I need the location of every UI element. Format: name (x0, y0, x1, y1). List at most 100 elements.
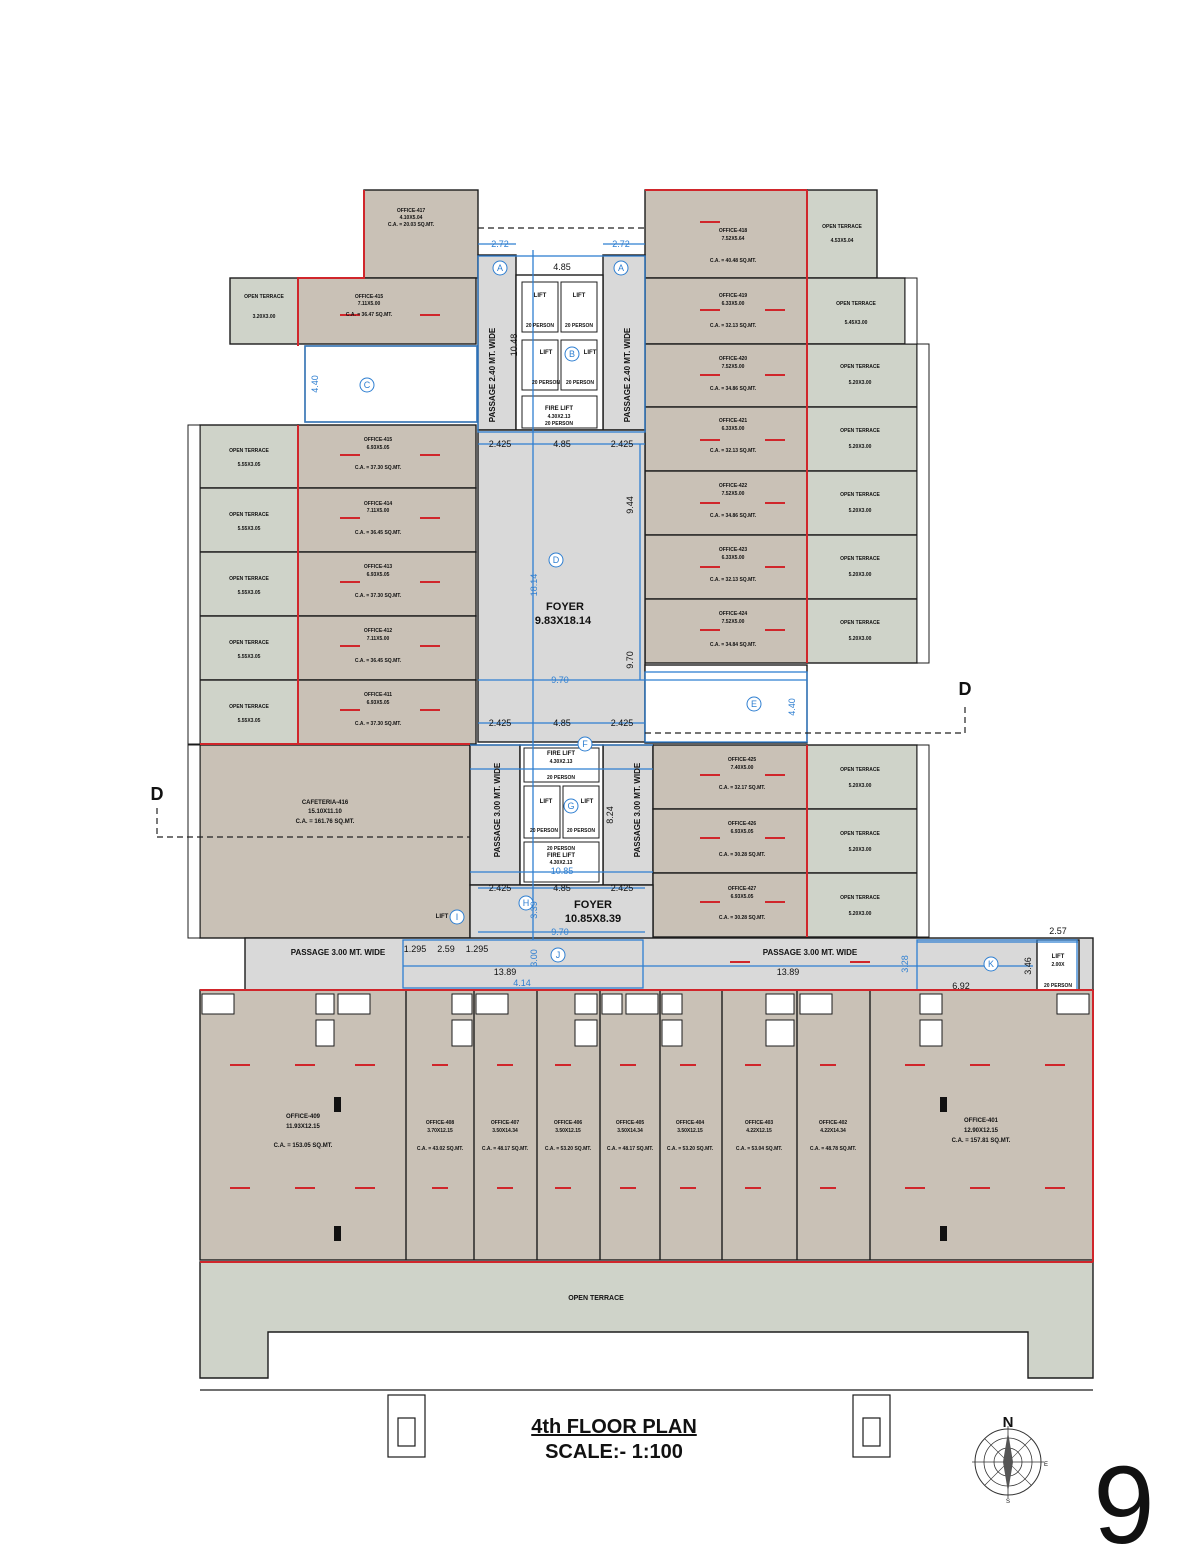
office-r0-ca: C.A. = 40.48 SQ.MT. (710, 258, 757, 264)
terrace-labels: OPEN TERRACE 3.20X3.00 OPEN TERRACE 5.55… (229, 224, 880, 917)
fire-lift-lower-size: 4.30X2.13 (550, 860, 573, 866)
office-l4-name: OFFICE-412 (364, 628, 393, 634)
zone-c-outline (304, 345, 478, 423)
office-418 (644, 189, 808, 279)
dim-1.295-a: 1.295 (404, 944, 427, 954)
fire-lift-lower-info: 20 PERSON (547, 846, 575, 852)
dim-4.85-c: 4.85 (553, 883, 571, 893)
zone-i-label: I (456, 912, 459, 922)
terrace-r6-name: OPEN TERRACE (840, 620, 880, 626)
left-office-labels: OFFICE-417 4.10X5.04 C.A. = 20.03 SQ.MT.… (346, 208, 435, 727)
dim-2.425-d: 2.425 (611, 718, 634, 728)
zone-d-label: D (553, 555, 560, 565)
office-l5-size: 6.93X5.05 (367, 700, 390, 706)
dim-2.72-left: 2.72 (491, 239, 509, 249)
office-r9-name: OFFICE-427 (728, 886, 757, 892)
open-terrace-bottom-label: OPEN TERRACE (568, 1295, 624, 1302)
terrace-right-top (806, 189, 878, 279)
office-r1-name: OFFICE-419 (719, 293, 748, 299)
terrace-r9-name: OPEN TERRACE (840, 895, 880, 901)
office-408-name: OFFICE-408 (426, 1120, 455, 1126)
dim-2.425-a: 2.425 (489, 439, 512, 449)
dim-13.89-b: 13.89 (777, 967, 800, 977)
passage-mid-right-label: PASSAGE 3.00 MT. WIDE (633, 762, 642, 857)
office-r6-ca: C.A. = 34.84 SQ.MT. (710, 642, 757, 648)
office-406-size: 3.50X12.15 (555, 1128, 581, 1134)
left-terrace-column (187, 424, 299, 745)
zone-h-label: H (523, 898, 530, 908)
office-l2-size: 7.11X5.00 (367, 508, 390, 514)
office-r8-ca: C.A. = 30.28 SQ.MT. (719, 852, 766, 858)
terrace-r0-size: 4.53X5.04 (831, 238, 854, 244)
dim-6.92: 6.92 (952, 981, 970, 991)
lift-6-label: LIFT (581, 799, 594, 805)
fire-lift-lower-label: FIRE LIFT (547, 853, 575, 859)
office-r1-ca: C.A. = 32.13 SQ.MT. (710, 323, 757, 329)
dim-1.295-b: 1.295 (466, 944, 489, 954)
foyer-top (477, 429, 646, 743)
dim-4.14: 4.14 (513, 978, 531, 988)
dim-2.72-right: 2.72 (612, 239, 630, 249)
office-l2-name: OFFICE-414 (364, 501, 393, 507)
office-404-ca: C.A. = 53.20 SQ.MT. (667, 1146, 714, 1152)
dim-4.85-a: 4.85 (553, 439, 571, 449)
office-403-ca: C.A. = 53.04 SQ.MT. (736, 1146, 783, 1152)
office-415u-ca: C.A. = 36.47 SQ.MT. (346, 312, 393, 318)
office-r4-ca: C.A. = 34.86 SQ.MT. (710, 513, 757, 519)
office-403-size: 4.22X12.15 (746, 1128, 772, 1134)
dim-4.85-b: 4.85 (553, 718, 571, 728)
dim-2.425-f: 2.425 (611, 883, 634, 893)
lift-3-label: LIFT (540, 350, 553, 356)
dim-8.24: 8.24 (605, 806, 615, 824)
office-r6-size: 7.52X5.00 (722, 619, 745, 625)
office-r3-size: 6.33X5.00 (722, 426, 745, 432)
dim-3.00: 3.00 (529, 949, 539, 967)
zone-g-label: G (567, 801, 574, 811)
office-r5-size: 6.33X5.00 (722, 555, 745, 561)
compass-east-label: E (1044, 1462, 1048, 1468)
fire-lift-mid-label: FIRE LIFT (547, 751, 575, 757)
staircase-e (644, 664, 808, 744)
office-r8-name: OFFICE-426 (728, 821, 757, 827)
terrace-r7-size: 5.20X3.00 (849, 783, 872, 789)
bottom-office-labels: OFFICE-409 11.93X12.15 C.A. = 153.05 SQ.… (274, 1114, 1011, 1152)
cafeteria-name: CAFETERIA-416 (302, 800, 349, 806)
terrace-l3-size: 5.55X3.05 (238, 590, 261, 596)
office-407-name: OFFICE-407 (491, 1120, 520, 1126)
terrace-l5-name: OPEN TERRACE (229, 704, 269, 710)
dim-4.85-top: 4.85 (553, 262, 571, 272)
compass-icon (972, 1426, 1044, 1498)
lift-3-info: 20 PERSON (532, 380, 560, 386)
section-line-d (156, 227, 966, 838)
dim-2.59: 2.59 (437, 944, 455, 954)
terrace-r2-name: OPEN TERRACE (840, 364, 880, 370)
long-passage (244, 937, 1094, 991)
zone-b-label: B (569, 349, 575, 359)
fire-lift-mid-info: 20 PERSON (547, 775, 575, 781)
bottom-office-dividers (405, 990, 871, 1260)
office-415-upper (297, 277, 477, 345)
dimension-texts: 2.72 2.72 4.85 2.425 4.85 2.425 9.70 2.4… (310, 239, 1067, 991)
zone-j-label: J (556, 950, 561, 960)
terrace-r6-size: 5.20X3.00 (849, 636, 872, 642)
terrace-r1-size: 5.45X3.00 (845, 320, 868, 326)
office-407-ca: C.A. = 48.17 SQ.MT. (482, 1146, 529, 1152)
dim-9.70-a: 9.70 (551, 675, 569, 685)
office-404-name: OFFICE-404 (676, 1120, 705, 1126)
office-l4-ca: C.A. = 36.45 SQ.MT. (355, 658, 402, 664)
fire-lift-upper-size: 4.30X2.13 (548, 414, 571, 420)
dim-9.70-v: 9.70 (625, 651, 635, 669)
dim-9.70-b: 9.70 (551, 927, 569, 937)
dim-3.39: 3.39 (529, 901, 539, 919)
terrace-l1-name: OPEN TERRACE (229, 448, 269, 454)
fire-lift-upper-info: 20 PERSON (545, 421, 573, 427)
lift-i-label: LIFT (436, 914, 449, 920)
lift-2-info: 20 PERSON (565, 323, 593, 329)
structural-columns (334, 1097, 947, 1241)
dim-4.40-right: 4.40 (787, 698, 797, 716)
lift-4-info: 20 PERSON (566, 380, 594, 386)
base-outline (200, 1389, 1093, 1458)
terrace-r3-name: OPEN TERRACE (840, 428, 880, 434)
zone-e-outline (644, 671, 808, 743)
dim-2.425-e: 2.425 (489, 883, 512, 893)
